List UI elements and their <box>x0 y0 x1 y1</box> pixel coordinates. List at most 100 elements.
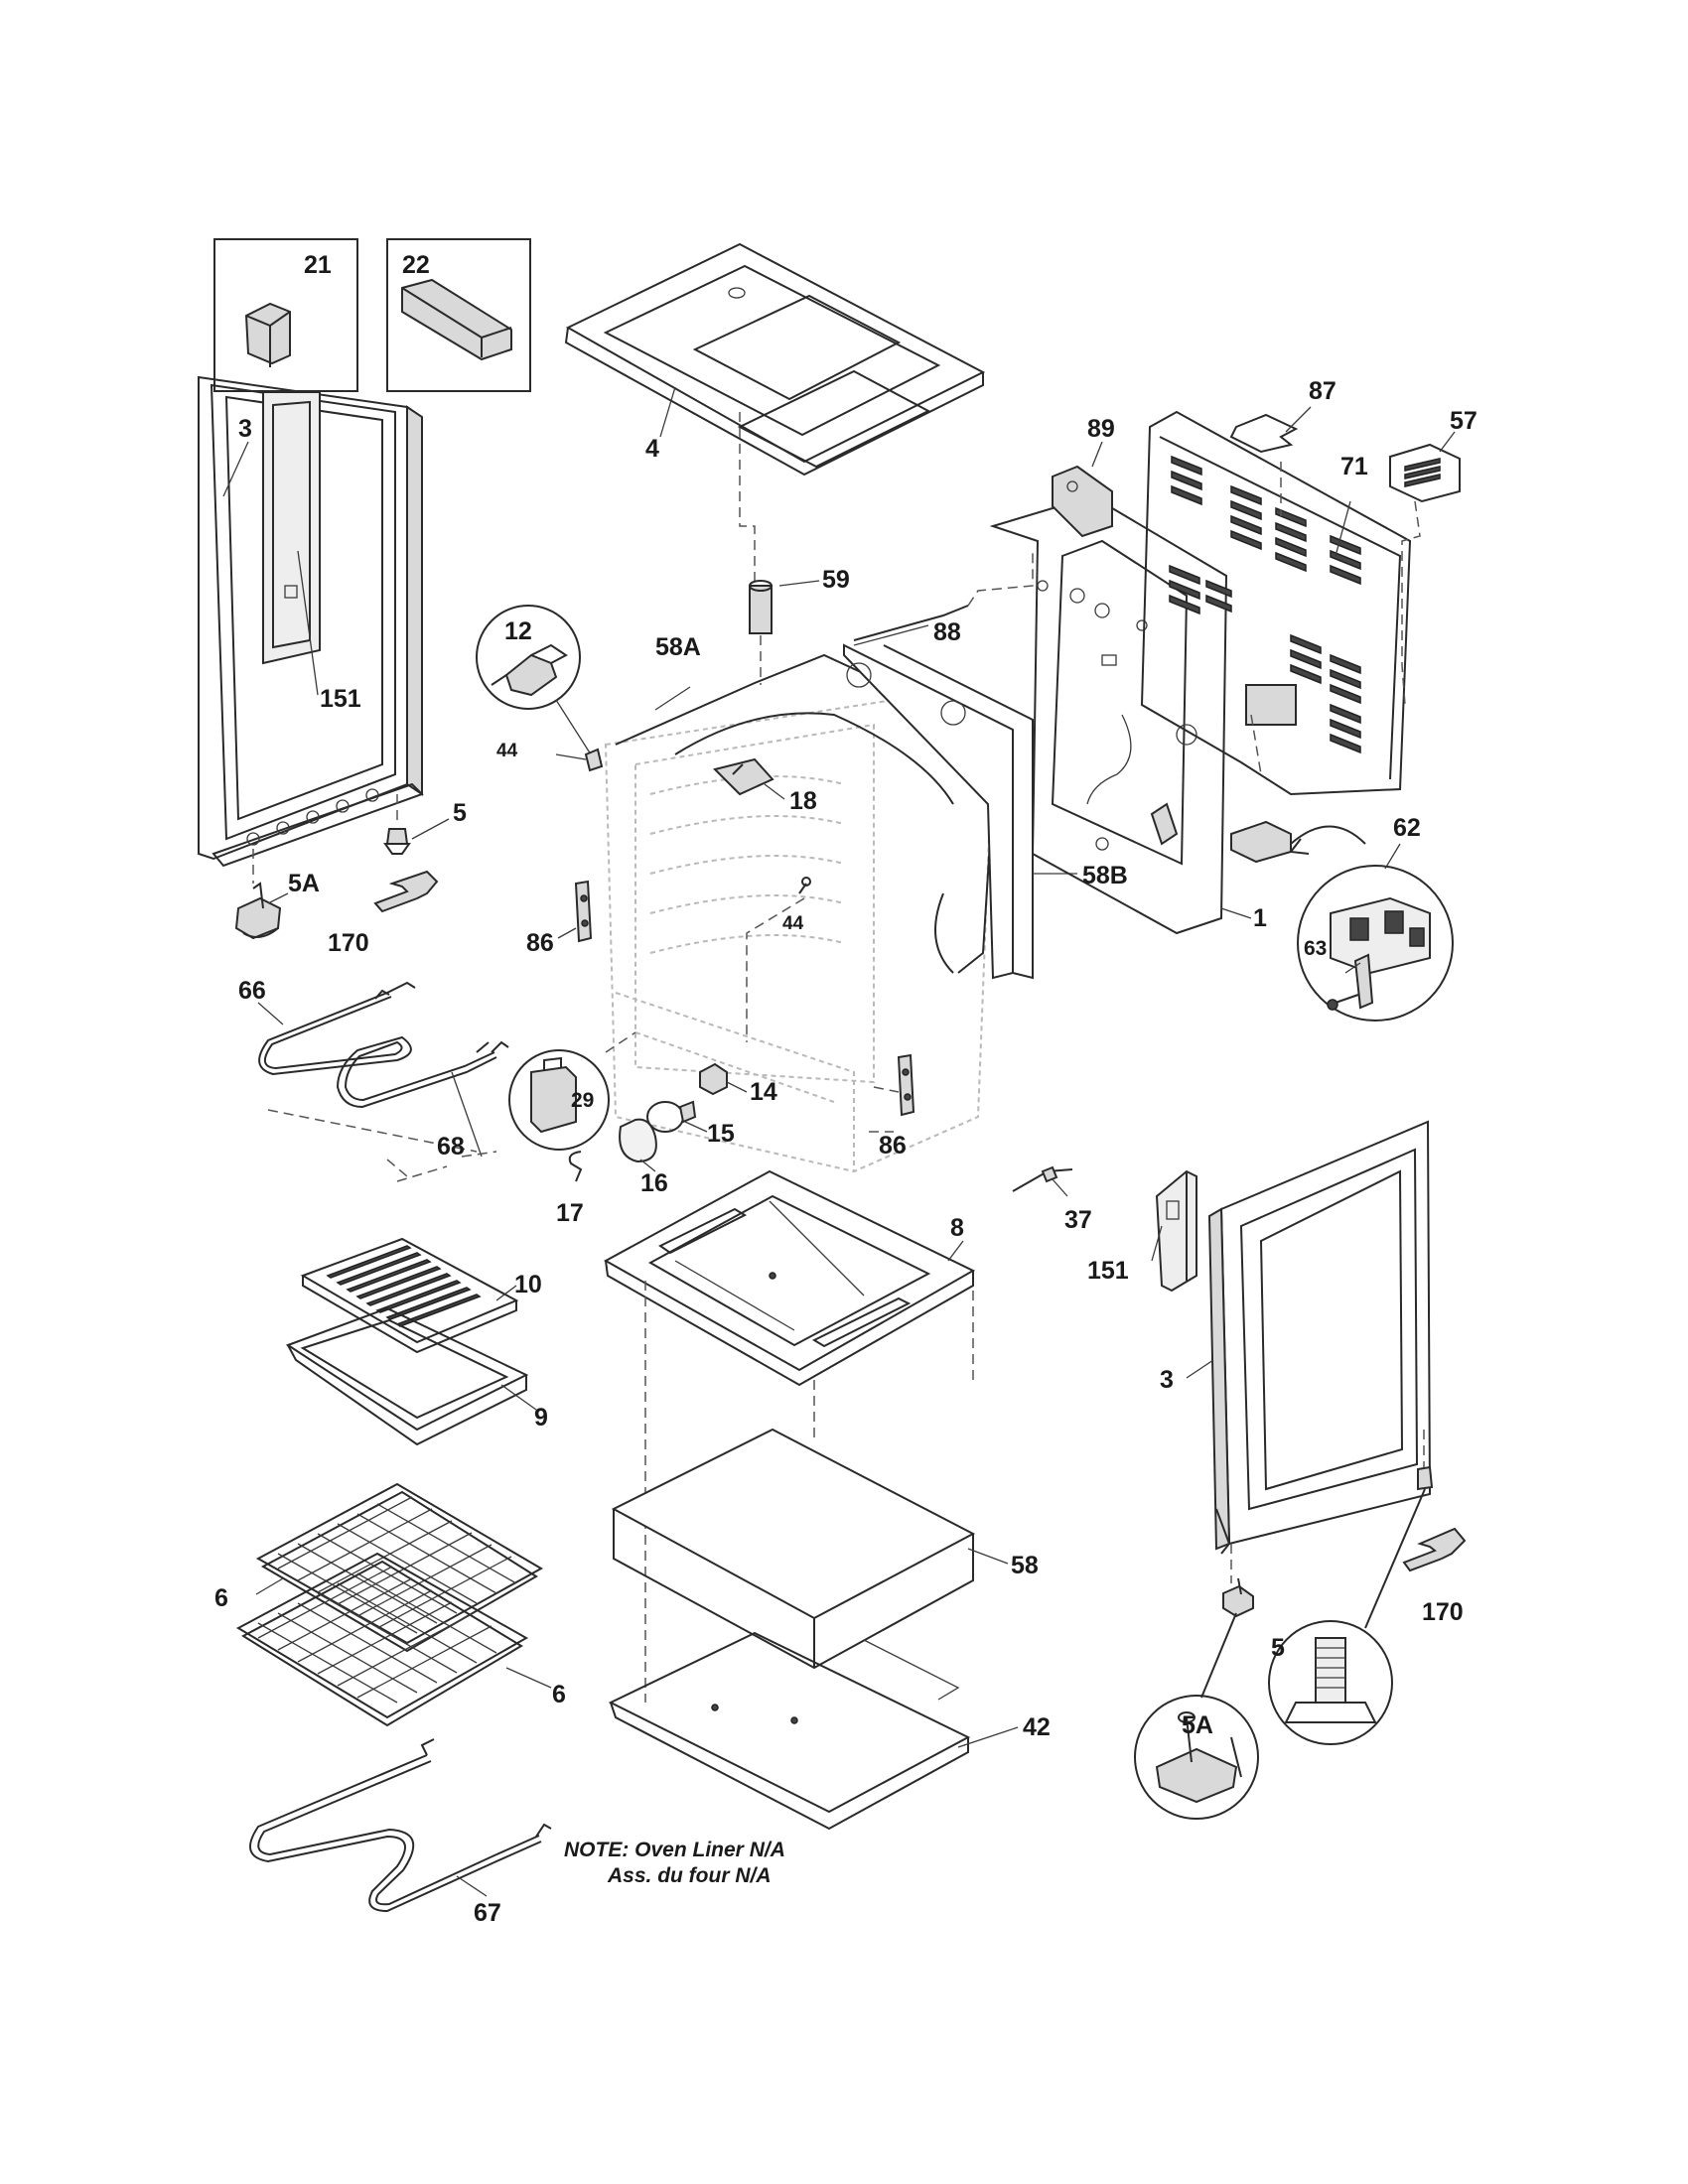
label-15: 15 <box>707 1120 735 1148</box>
insulation-block-58 <box>611 1428 976 1670</box>
leader-59 <box>778 580 820 587</box>
label-62: 62 <box>1393 814 1421 842</box>
dash-71 <box>1250 462 1282 775</box>
part-57 <box>1389 443 1461 503</box>
label-151-right: 151 <box>1087 1257 1129 1285</box>
label-8: 8 <box>950 1214 964 1242</box>
dash-68b <box>396 1151 497 1182</box>
label-16: 16 <box>640 1169 668 1197</box>
label-5-right: 5 <box>1271 1634 1285 1662</box>
label-44-upper: 44 <box>496 741 518 761</box>
leader-42 <box>957 1726 1019 1748</box>
leader-15 <box>684 1121 708 1133</box>
inset-leveler-5 <box>1268 1620 1393 1745</box>
bracket-86-upper <box>574 880 593 943</box>
oven-cavity-ghost <box>604 698 995 1173</box>
label-5A-left: 5A <box>288 870 320 897</box>
leader-151b <box>1151 1225 1163 1262</box>
label-18: 18 <box>789 787 817 815</box>
leader-8 <box>947 1240 964 1262</box>
leader-10 <box>495 1285 517 1301</box>
label-4: 4 <box>645 435 659 463</box>
label-58: 58 <box>1011 1552 1039 1579</box>
leader-3b <box>1186 1359 1214 1379</box>
note-line-2: Ass. du four N/A <box>607 1864 772 1887</box>
label-67: 67 <box>474 1899 501 1927</box>
label-10: 10 <box>514 1271 542 1298</box>
label-88: 88 <box>933 618 961 646</box>
label-29: 29 <box>571 1089 594 1112</box>
inset-part-21 <box>213 238 358 392</box>
hinge-170-right <box>1402 1527 1467 1572</box>
dash-86b <box>869 1086 900 1133</box>
bulb-15 <box>646 1100 697 1133</box>
hinge-170-left <box>373 870 439 913</box>
label-21: 21 <box>304 251 332 279</box>
leader-9 <box>500 1384 537 1411</box>
bake-element-67 <box>249 1738 552 1913</box>
leader-1 <box>1220 907 1252 919</box>
oven-rack-upper <box>255 1482 544 1653</box>
leader-18 <box>764 783 785 800</box>
leader-86a <box>557 927 577 939</box>
label-66: 66 <box>238 977 266 1005</box>
leader-6b <box>505 1667 552 1689</box>
dash-29 <box>605 1031 636 1053</box>
leader-63 <box>1344 962 1361 974</box>
dash-44 <box>746 897 805 1042</box>
leader-68 <box>451 1071 483 1158</box>
label-44-lower: 44 <box>782 913 804 934</box>
label-9: 9 <box>534 1404 548 1432</box>
label-1: 1 <box>1253 904 1267 932</box>
leader-66 <box>257 1002 284 1025</box>
part-59 <box>749 580 773 634</box>
dash-88 <box>967 551 1034 607</box>
leader-62 <box>1384 843 1401 870</box>
leader-6a <box>255 1577 284 1595</box>
terminal-block-62 <box>1230 820 1454 1022</box>
label-3-left: 3 <box>238 415 252 443</box>
part-37 <box>1012 1165 1073 1192</box>
leader-58A <box>654 686 691 711</box>
lens-16 <box>619 1118 657 1163</box>
bottom-panel-8 <box>603 1169 976 1387</box>
dash-top-cover <box>739 412 756 581</box>
leader-5Ab-circle <box>1200 1612 1237 1699</box>
label-59: 59 <box>822 566 850 594</box>
leg-5A-left <box>234 882 282 940</box>
dash-68 <box>267 1109 478 1177</box>
label-170-left: 170 <box>328 929 369 957</box>
leader-5Aa <box>267 892 289 904</box>
label-6-lower: 6 <box>552 1681 566 1708</box>
label-57: 57 <box>1450 407 1477 435</box>
label-14: 14 <box>750 1078 777 1106</box>
oven-rack-lower <box>235 1552 529 1727</box>
inset-part-22 <box>386 238 531 392</box>
bracket-151-right <box>1155 1169 1197 1293</box>
rear-cover-panel <box>1140 410 1412 796</box>
label-5A-right: 5A <box>1182 1711 1213 1739</box>
label-5-left: 5 <box>453 799 467 827</box>
bracket-86-lower <box>897 1053 915 1117</box>
door-panel-right <box>1207 1120 1432 1555</box>
label-17: 17 <box>556 1199 584 1227</box>
leg-5A-right-small <box>1222 1577 1254 1618</box>
dash-57 <box>1401 500 1421 706</box>
leader-44a <box>555 753 587 760</box>
leader-89 <box>1091 441 1103 468</box>
label-87: 87 <box>1309 377 1336 405</box>
label-89: 89 <box>1087 415 1115 443</box>
inset-leg-5A <box>1134 1695 1259 1820</box>
label-42: 42 <box>1023 1713 1051 1741</box>
label-3-right: 3 <box>1160 1366 1174 1394</box>
note-line-1: NOTE: Oven Liner N/A <box>564 1839 785 1861</box>
leader-door-left <box>222 441 319 696</box>
leader-71 <box>1335 500 1351 557</box>
leveler-5-right <box>1417 1465 1434 1491</box>
label-37: 37 <box>1064 1206 1092 1234</box>
label-58A: 58A <box>655 633 701 661</box>
part-89 <box>1052 465 1113 538</box>
broil-grid-10 <box>300 1237 519 1354</box>
label-86-lower: 86 <box>879 1132 907 1160</box>
